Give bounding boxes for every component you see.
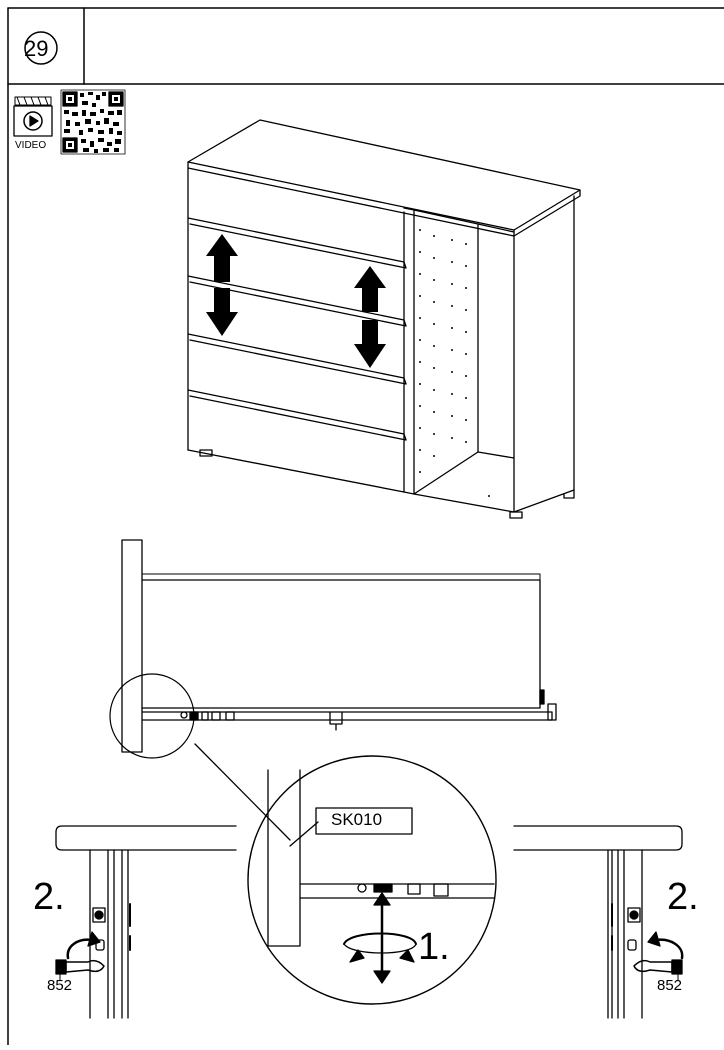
rotate-icon (343, 932, 417, 945)
step-number: 29 (24, 36, 49, 61)
arrow-up-icon (206, 234, 238, 282)
instruction-step-2-right: 2. (667, 876, 699, 918)
drawer-fronts (187, 217, 407, 441)
arrow-up-icon (354, 266, 386, 312)
foot (509, 511, 523, 519)
tool-852-icon (633, 959, 683, 981)
adjust-arrows (206, 234, 386, 368)
header-frame (7, 7, 724, 1046)
video-label[interactable]: VIDEO (15, 140, 47, 151)
drawer-front-panel (121, 539, 143, 753)
part-number-right: 852 (657, 977, 683, 994)
arrow-down-icon (354, 320, 386, 368)
magnified-detail (247, 755, 497, 1005)
tool-852-icon (55, 959, 105, 981)
detail-circle-small (109, 673, 195, 759)
part-code-label: SK010 (331, 810, 383, 829)
instruction-step-1: 1. (418, 926, 450, 968)
drawer-side-view (109, 539, 557, 841)
arrow-down-icon (206, 288, 238, 336)
shelf-pin-holes (419, 229, 490, 497)
video-qr-code-icon (13, 89, 126, 155)
step-number-circle (24, 31, 58, 65)
cabinet-drawing (187, 119, 581, 519)
instruction-step-2-left: 2. (33, 876, 65, 918)
detail-leader-line (194, 743, 291, 841)
part-code-box (315, 807, 413, 835)
right-tool-detail (513, 825, 684, 1019)
foot (199, 449, 213, 457)
part-number-left: 852 (47, 977, 73, 994)
detail-circle-large (247, 755, 497, 1005)
left-tool-detail (55, 825, 237, 1019)
